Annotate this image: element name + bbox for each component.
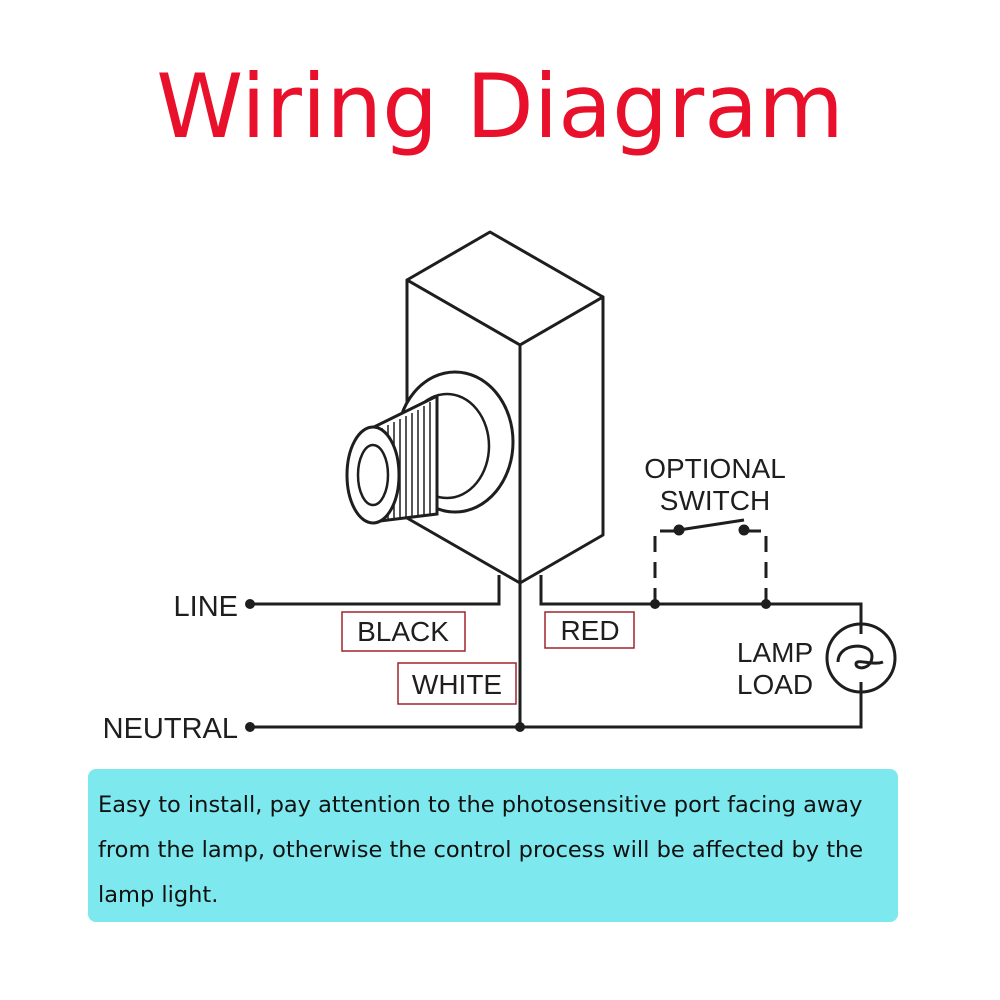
lamp-label: LAMP <box>737 637 813 668</box>
page-title: Wiring Diagram <box>156 55 844 158</box>
black-wire <box>250 575 501 606</box>
threaded-port <box>345 370 515 525</box>
line-terminal-dot <box>245 599 255 609</box>
white-label-box <box>397 662 517 705</box>
white-junction-dot <box>515 722 525 732</box>
line-label: LINE <box>174 591 238 623</box>
neutral-label: NEUTRAL <box>103 713 238 745</box>
red-label-box <box>544 611 635 649</box>
neutral-wire <box>250 682 863 729</box>
red-label: RED <box>560 615 619 646</box>
optional-switch <box>653 518 768 604</box>
installation-note: Easy to install, pay attention to the ph… <box>88 769 898 922</box>
installation-note-text: Easy to install, pay attention to the ph… <box>98 792 864 908</box>
neutral-terminal-dot <box>245 722 255 732</box>
wires <box>250 575 863 729</box>
switch-label: SWITCH <box>660 485 770 516</box>
red-wire <box>539 575 863 634</box>
white-label: WHITE <box>412 669 502 700</box>
lamp-icon <box>825 622 897 694</box>
black-label-box <box>341 611 466 652</box>
load-label: LOAD <box>737 669 813 700</box>
optional-label: OPTIONAL <box>644 453 786 484</box>
wiring-diagram: LINE NEUTRAL BLACK WHITE RED OPTIONAL SW… <box>103 230 897 745</box>
black-label: BLACK <box>357 616 449 647</box>
